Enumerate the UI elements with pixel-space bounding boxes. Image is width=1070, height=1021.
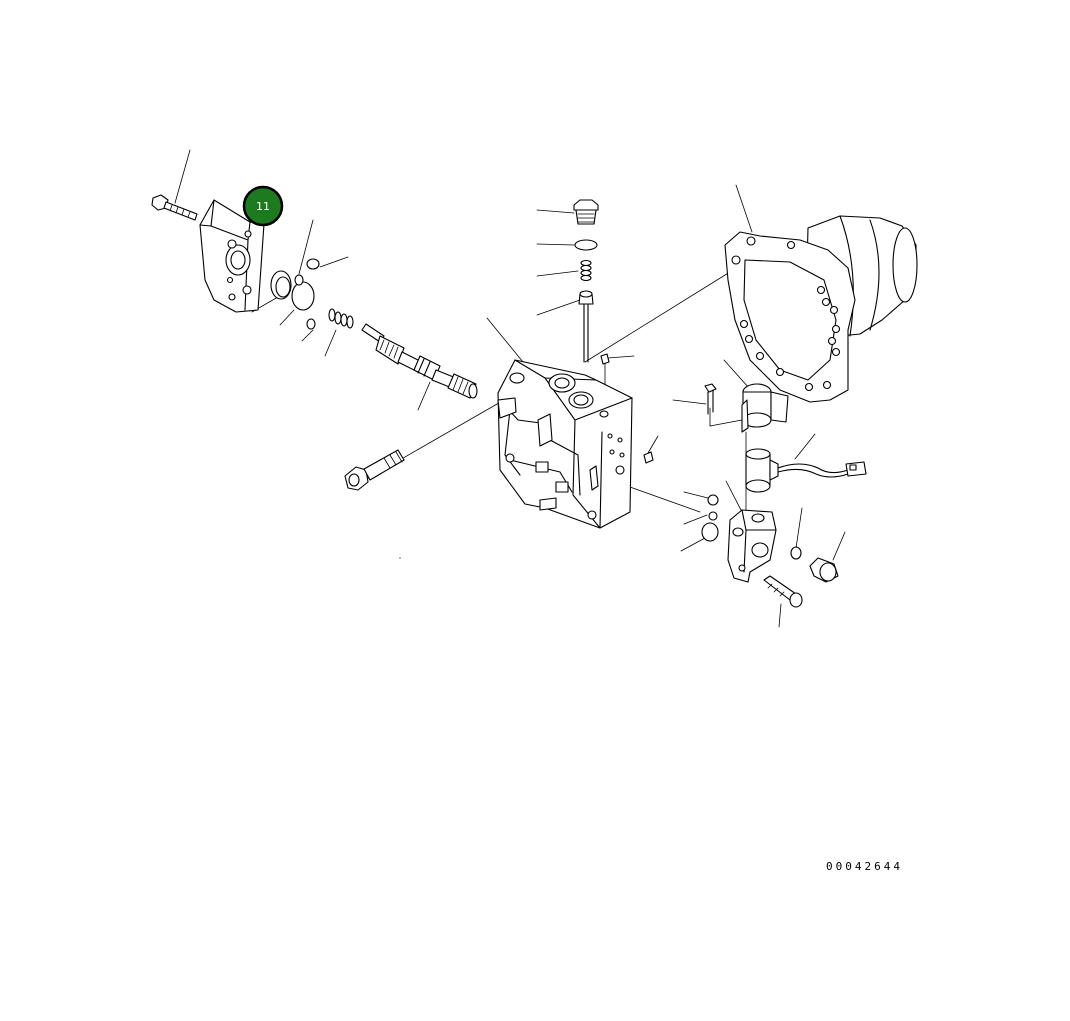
seal-ring [270,270,292,300]
cap-screw [344,449,405,491]
cap-bolt [151,194,198,221]
poppet [578,290,594,363]
o-ring-small [306,318,316,330]
block-bolt [763,575,803,608]
callout-11[interactable]: 11 [242,185,284,227]
valve-block [727,509,777,583]
spring [328,308,354,329]
leader-lines [174,149,846,628]
callout-marker [242,185,284,227]
o-ring [707,494,719,506]
plug-o-ring [574,239,598,251]
plug-cap [809,557,839,583]
end-cover [199,199,265,313]
small-plug [600,353,610,365]
plug [573,199,599,225]
drawing-number: 00042644 [826,860,903,873]
o-ring [708,511,718,521]
coil-screw [704,383,717,415]
dot [399,557,401,559]
o-ring-large [291,281,315,311]
o-ring-small [294,274,304,286]
callout-label: 11 [256,200,270,213]
o-ring [306,258,320,270]
motor-housing [724,215,918,403]
relief-spring [580,259,592,282]
o-ring-large [701,522,719,542]
solenoid-valve [745,448,867,493]
nipple [643,451,654,464]
valve-spool [361,323,478,399]
o-ring [790,546,802,560]
solenoid-coil [741,383,789,433]
valve-body [497,359,633,529]
